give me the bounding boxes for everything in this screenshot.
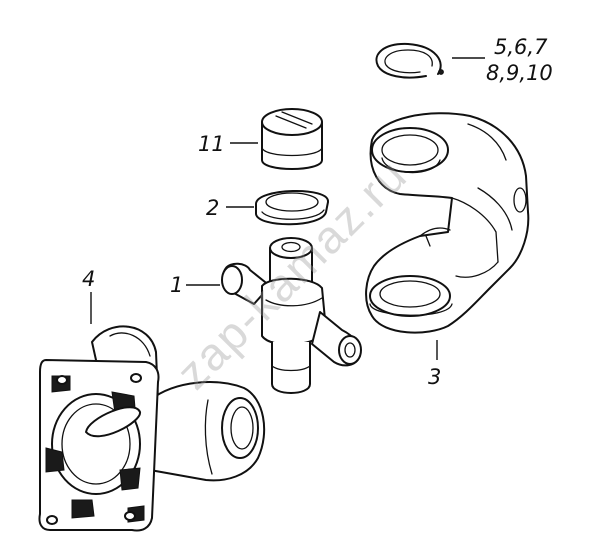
seal-ring: [255, 189, 329, 226]
yoke: [365, 112, 530, 334]
callout-seal: 2: [206, 196, 219, 220]
callout-ring-b: 8,9,10: [486, 61, 553, 85]
callout-ring: 5,6,7: [494, 35, 548, 59]
callout-yoke: 3: [428, 365, 441, 389]
bearing-cup: [261, 108, 323, 170]
callout-cross: 1: [170, 273, 183, 297]
cross-spider: [221, 237, 362, 394]
callout-cup: 11: [198, 132, 225, 156]
callout-flange: 4: [82, 267, 95, 291]
flange-yoke: [38, 325, 266, 532]
retaining-ring: [375, 42, 444, 79]
